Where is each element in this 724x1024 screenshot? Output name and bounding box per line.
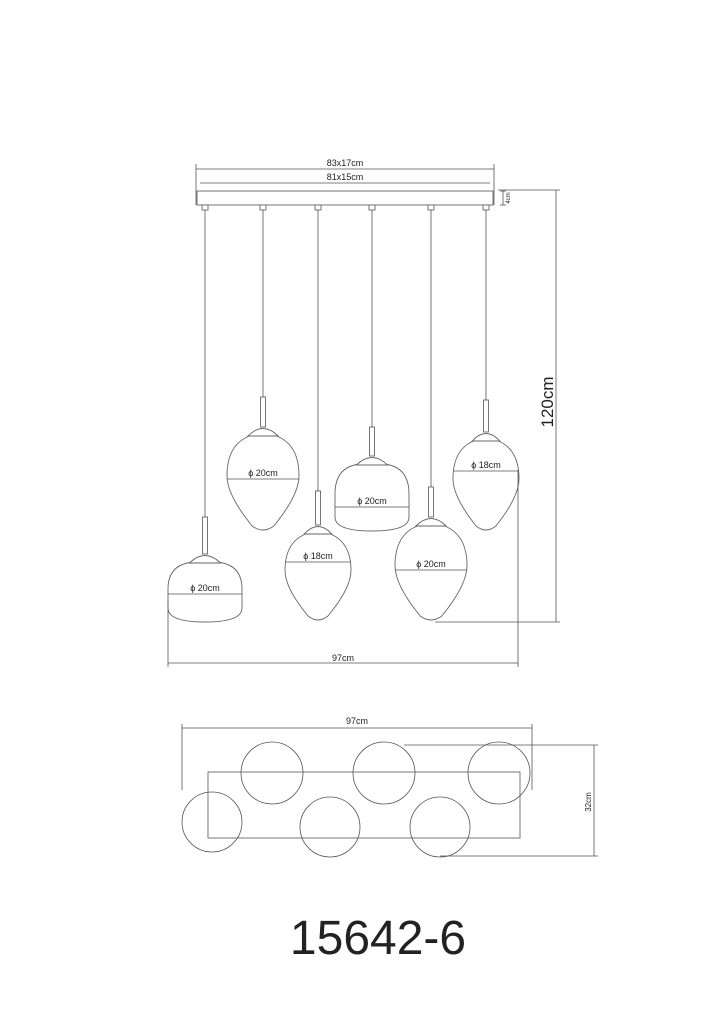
- top-view-canopy: [207, 771, 521, 839]
- pendant-shades: ϕ 20cm ϕ 20cm ϕ 18cm ϕ 20cm ϕ 20cm ϕ 18cm: [167, 204, 520, 623]
- canopy-plate: [196, 190, 494, 206]
- shade-cap: [246, 428, 280, 437]
- top-depth-label: 32cm: [584, 792, 593, 812]
- canopy-height-label: 4cm: [506, 192, 512, 203]
- stem: [315, 490, 321, 526]
- egg-glass-shade: [452, 439, 520, 531]
- model-number: 15642-6: [290, 912, 466, 965]
- top-view: 97cm 32cm: [181, 716, 598, 858]
- shade-outline-top-5: [409, 796, 471, 858]
- diameter-label: ϕ 20cm: [190, 583, 220, 593]
- shade-outline-top-6: [467, 741, 531, 805]
- pendant-1: ϕ 20cm: [167, 204, 243, 623]
- width-dimension-front: 97cm: [167, 470, 519, 667]
- cord-socket: [427, 204, 435, 211]
- mushroom-glass-shade: [167, 561, 243, 623]
- pendant-6: ϕ 18cm: [452, 204, 520, 531]
- shade-outline-top-2: [240, 741, 304, 805]
- total-height-label: 120cm: [538, 376, 557, 427]
- cord-socket: [482, 204, 490, 211]
- shade-cap: [303, 526, 333, 535]
- shade-outline-top-3: [299, 796, 361, 858]
- diameter-label: ϕ 20cm: [357, 496, 387, 506]
- shade-outline-top-4: [352, 741, 416, 805]
- pendant-4: ϕ 20cm: [334, 204, 410, 532]
- inner-dim-label: 81x15cm: [327, 172, 364, 182]
- pendant-2: ϕ 20cm: [226, 204, 300, 531]
- diameter-label: ϕ 18cm: [471, 460, 501, 470]
- stem: [483, 399, 489, 433]
- pendant-3: ϕ 18cm: [284, 204, 352, 621]
- egg-glass-shade: [284, 532, 352, 621]
- top-width-label: 97cm: [346, 716, 368, 726]
- egg-glass-shade: [226, 434, 300, 531]
- cord-socket: [368, 204, 376, 211]
- mushroom-glass-shade: [334, 463, 410, 532]
- stem: [202, 516, 208, 555]
- cord-socket: [314, 204, 322, 211]
- shade-cap: [414, 518, 448, 527]
- pendant-5: ϕ 20cm: [394, 204, 468, 621]
- front-width-label: 97cm: [332, 653, 354, 663]
- egg-glass-shade: [394, 524, 468, 621]
- shade-cap: [471, 433, 501, 442]
- height-dimension: 120cm: [435, 189, 560, 623]
- stem: [369, 426, 375, 457]
- outer-dim-label: 83x17cm: [327, 158, 364, 168]
- diameter-label: ϕ 20cm: [248, 468, 278, 478]
- diameter-label: ϕ 18cm: [303, 551, 333, 561]
- cord-socket: [259, 204, 267, 211]
- cord-socket: [201, 204, 209, 211]
- shade-cap: [355, 457, 389, 466]
- stem: [260, 396, 266, 428]
- shade-cap: [188, 555, 222, 564]
- shade-outline-top-1: [181, 791, 243, 853]
- canopy: 83x17cm 81x15cm 4cm: [195, 158, 512, 206]
- stem: [428, 486, 434, 518]
- diameter-label: ϕ 20cm: [416, 559, 446, 569]
